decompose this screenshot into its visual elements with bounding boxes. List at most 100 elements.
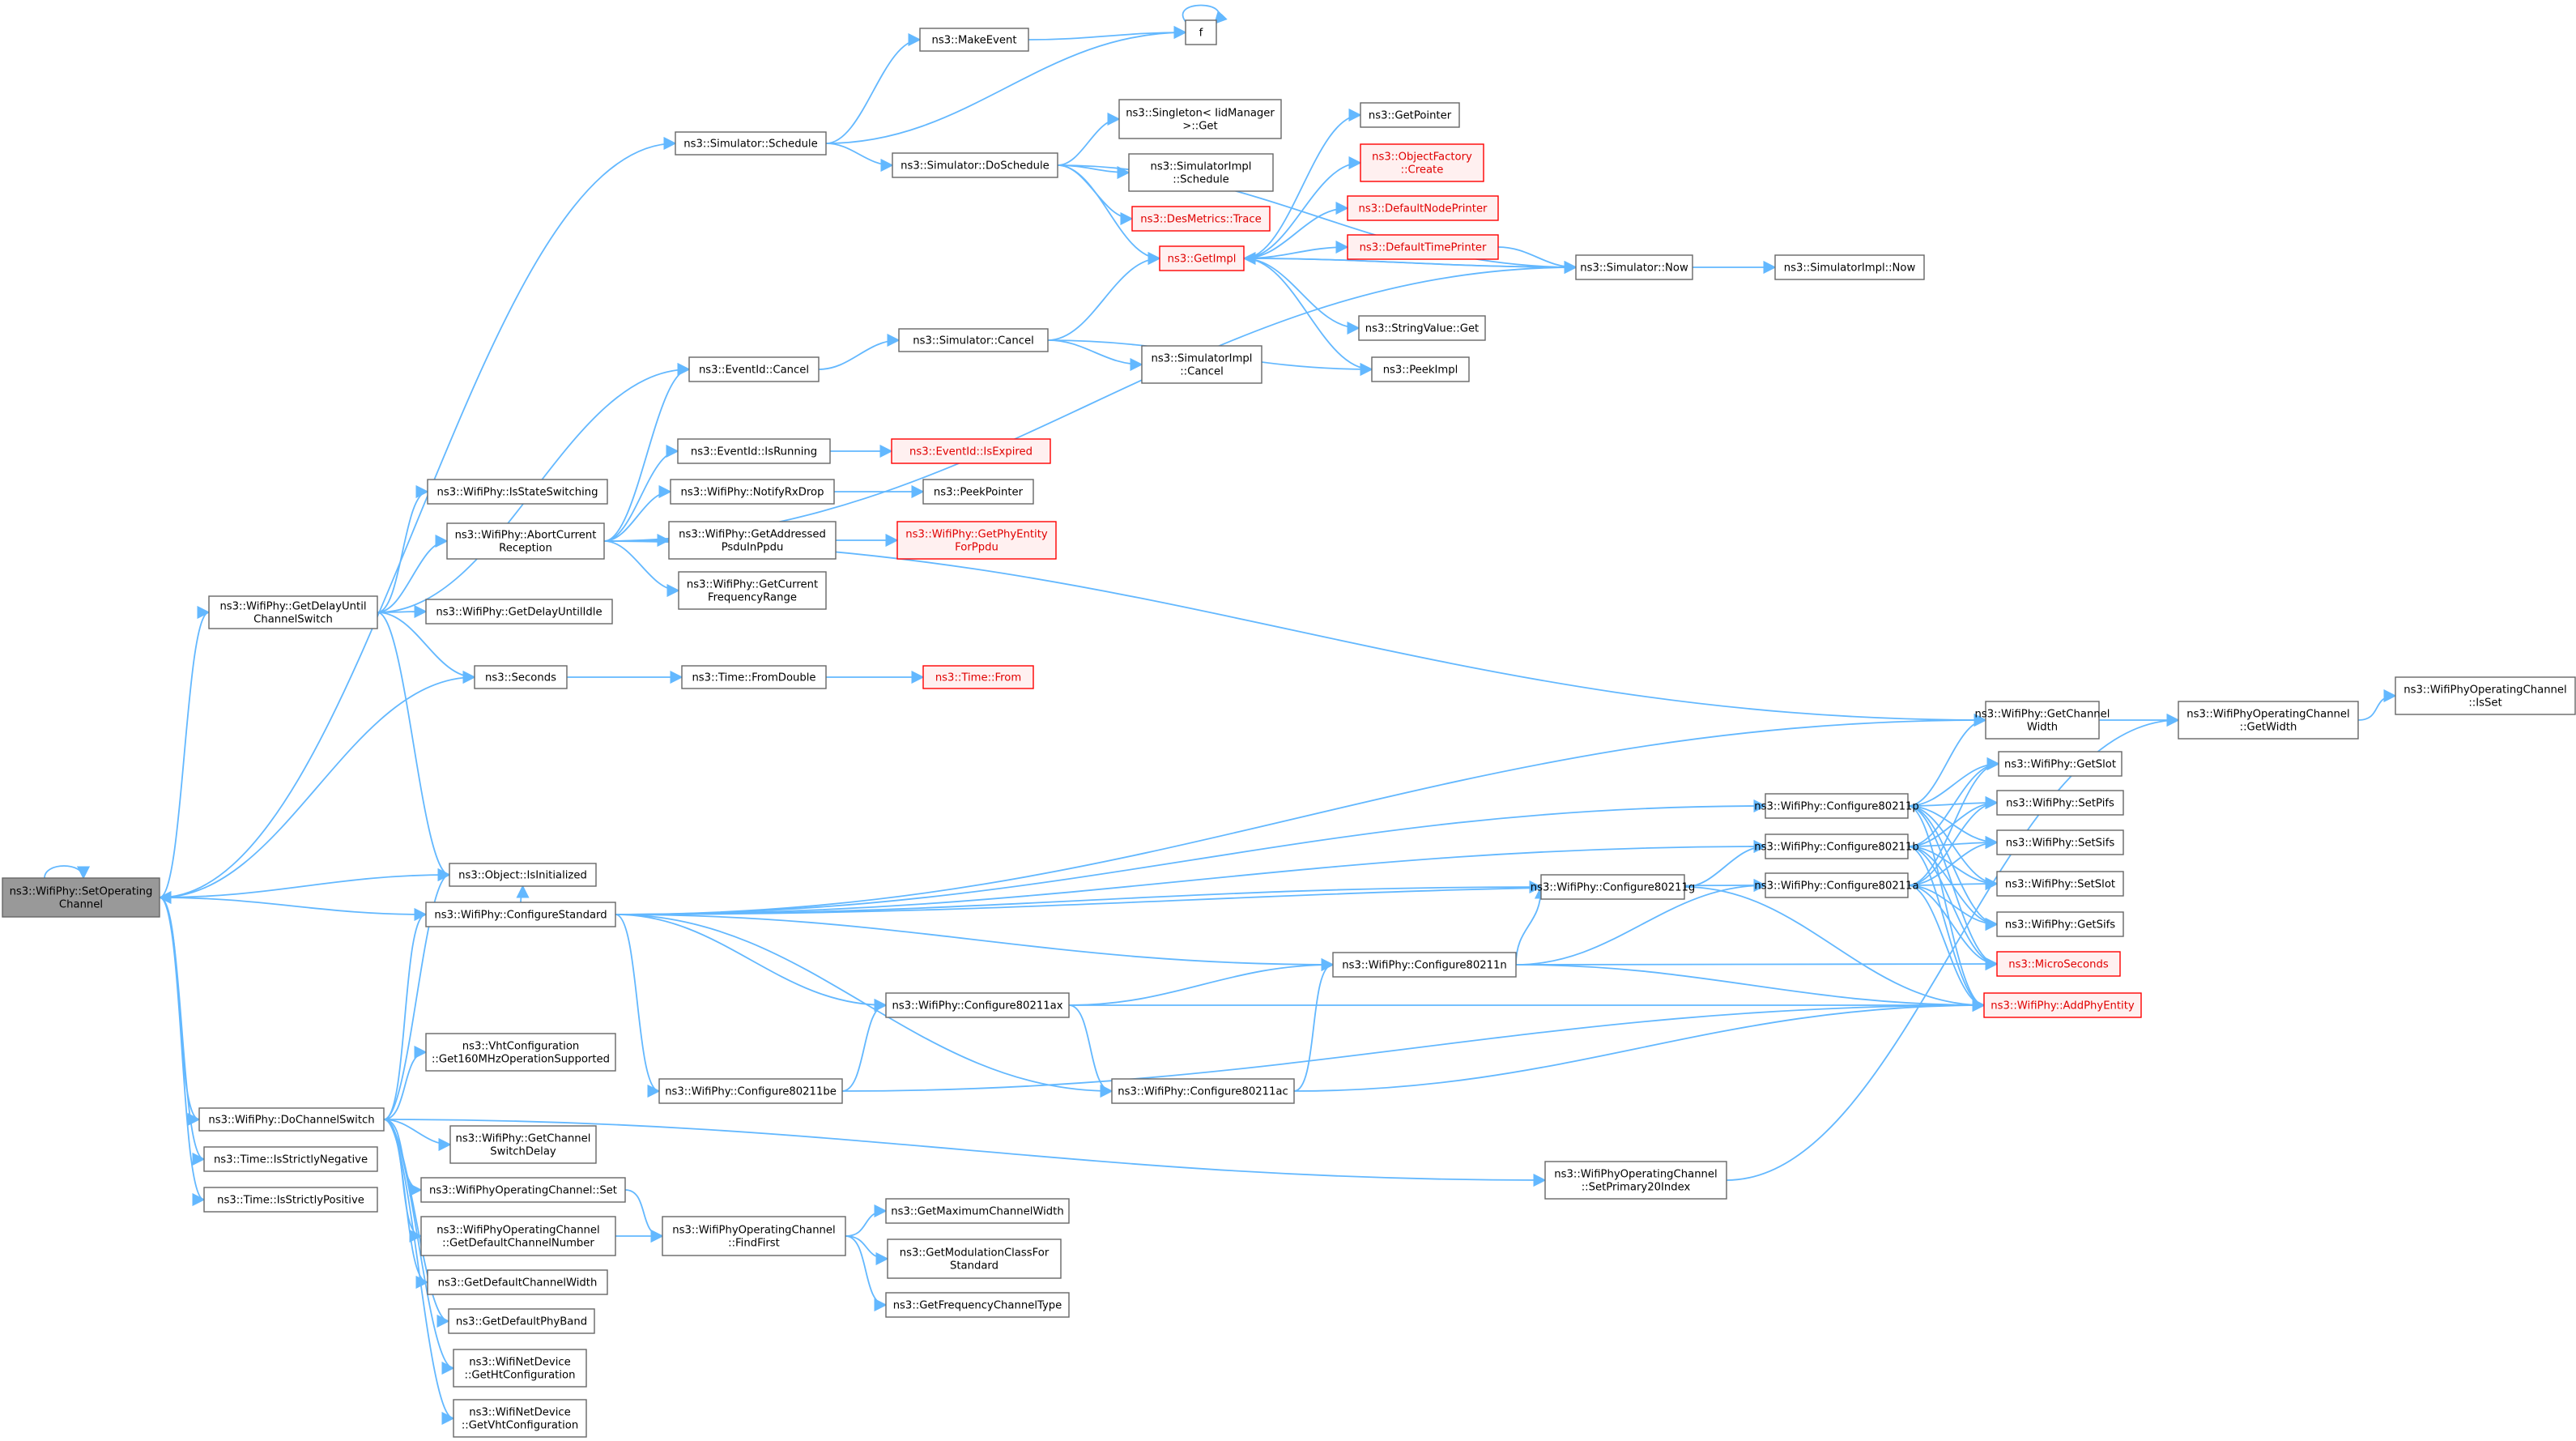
- node-opchgetdefch[interactable]: ns3::WifiPhyOperatingChannel::GetDefault…: [420, 1216, 616, 1256]
- node-peekimpl[interactable]: ns3::PeekImpl: [1371, 356, 1470, 382]
- node-simimplsched[interactable]: ns3::SimulatorImpl::Schedule: [1128, 153, 1274, 192]
- node-box: [1765, 872, 1909, 898]
- node-simcancel[interactable]: ns3::Simulator::Cancel: [898, 328, 1049, 352]
- node-c11be[interactable]: ns3::WifiPhy::Configure80211be: [658, 1078, 843, 1104]
- node-cfgstd[interactable]: ns3::WifiPhy::ConfigureStandard: [425, 902, 616, 927]
- node-getpointer[interactable]: ns3::GetPointer: [1360, 102, 1460, 128]
- node-opchisset[interactable]: ns3::WifiPhyOperatingChannel::IsSet: [2395, 676, 2576, 715]
- node-makeevent[interactable]: ns3::MakeEvent: [919, 28, 1029, 52]
- node-box: [1347, 234, 1499, 260]
- node-f[interactable]: f: [1185, 19, 1217, 45]
- node-opchset[interactable]: ns3::WifiPhyOperatingChannel::Set: [420, 1177, 626, 1203]
- node-strvalget[interactable]: ns3::StringValue::Get: [1358, 315, 1486, 341]
- node-schedule[interactable]: ns3::Simulator::Schedule: [675, 131, 827, 156]
- node-getdefphyband[interactable]: ns3::GetDefaultPhyBand: [448, 1308, 595, 1334]
- node-fromdouble[interactable]: ns3::Time::FromDouble: [681, 665, 827, 689]
- node-box: [2395, 676, 2576, 715]
- node-objfactory[interactable]: ns3::ObjectFactory::Create: [1360, 143, 1484, 182]
- node-eventcancel[interactable]: ns3::EventId::Cancel: [688, 356, 820, 382]
- node-getdefchw[interactable]: ns3::GetDefaultChannelWidth: [427, 1269, 608, 1295]
- node-c11p[interactable]: ns3::WifiPhy::Configure80211p: [1754, 793, 1919, 819]
- node-doschedule[interactable]: ns3::Simulator::DoSchedule: [892, 152, 1058, 178]
- node-setprimary20[interactable]: ns3::WifiPhyOperatingChannel::SetPrimary…: [1544, 1161, 1727, 1200]
- edge-getdelayuntilcs-to-abortcurrent: [377, 534, 449, 613]
- node-isstrictneg[interactable]: ns3::Time::IsStrictlyNegative: [203, 1146, 378, 1172]
- node-label: ns3::GetDefaultChannelWidth: [438, 1277, 598, 1290]
- node-defnodeprinter[interactable]: ns3::DefaultNodePrinter: [1347, 195, 1499, 221]
- node-box: [919, 28, 1029, 52]
- node-isinit[interactable]: ns3::Object::IsInitialized: [449, 863, 597, 887]
- node-singleton[interactable]: ns3::Singleton< IidManager>::Get: [1118, 99, 1282, 139]
- node-desmetrics[interactable]: ns3::DesMetrics::Trace: [1131, 206, 1271, 232]
- node-dochsw[interactable]: ns3::WifiPhy::DoChannelSwitch: [198, 1107, 385, 1132]
- edge-dochsw-to-isinit: [383, 868, 451, 1120]
- node-box: [2178, 701, 2359, 740]
- node-box: [1111, 1078, 1295, 1104]
- node-setsifs[interactable]: ns3::WifiPhy::SetSifs: [1996, 829, 2124, 855]
- node-box: [1118, 99, 1282, 139]
- node-opchfindfirst[interactable]: ns3::WifiPhyOperatingChannel::FindFirst: [662, 1216, 846, 1256]
- node-deftimeprinter[interactable]: ns3::DefaultTimePrinter: [1347, 234, 1499, 260]
- node-vht160[interactable]: ns3::VhtConfiguration::Get160MHzOperatio…: [425, 1033, 616, 1072]
- node-label: ns3::DefaultNodePrinter: [1359, 203, 1488, 215]
- node-addphy[interactable]: ns3::WifiPhy::AddPhyEntity: [1983, 992, 2142, 1018]
- node-eventisrunning[interactable]: ns3::EventId::IsRunning: [677, 438, 831, 464]
- node-setpifs[interactable]: ns3::WifiPhy::SetPifs: [1996, 790, 2124, 816]
- node-getslot[interactable]: ns3::WifiPhy::GetSlot: [1998, 751, 2123, 777]
- node-label: ns3::GetMaximumChannelWidth: [891, 1206, 1063, 1218]
- node-c11ac[interactable]: ns3::WifiPhy::Configure80211ac: [1111, 1078, 1295, 1104]
- node-box: [425, 902, 616, 927]
- node-getsifs[interactable]: ns3::WifiPhy::GetSifs: [1996, 911, 2124, 937]
- node-label: ForPpdu: [955, 542, 998, 554]
- edge-eventcancel-to-simcancel: [818, 333, 901, 370]
- node-label: ns3::DesMetrics::Trace: [1140, 214, 1261, 226]
- node-micro[interactable]: ns3::MicroSeconds: [1996, 951, 2121, 977]
- node-isstateswitching[interactable]: ns3::WifiPhy::IsStateSwitching: [427, 479, 608, 505]
- node-isstrictpos[interactable]: ns3::Time::IsStrictlyPositive: [203, 1187, 378, 1213]
- node-simimplnow[interactable]: ns3::SimulatorImpl::Now: [1774, 254, 1925, 280]
- node-eventisexpired[interactable]: ns3::EventId::IsExpired: [891, 438, 1051, 464]
- node-box: [1131, 206, 1271, 232]
- node-getvhtconf[interactable]: ns3::WifiNetDevice::GetVhtConfiguration: [453, 1399, 587, 1438]
- node-notifyrxdrop[interactable]: ns3::WifiPhy::NotifyRxDrop: [670, 479, 835, 505]
- node-label: ns3::GetImpl: [1168, 254, 1237, 266]
- node-box: [1996, 790, 2124, 816]
- node-c11ax[interactable]: ns3::WifiPhy::Configure80211ax: [885, 992, 1070, 1018]
- node-c11a[interactable]: ns3::WifiPhy::Configure80211a: [1754, 872, 1919, 898]
- node-label: ns3::WifiPhy::Configure80211be: [665, 1086, 837, 1098]
- node-simimplcancel[interactable]: ns3::SimulatorImpl::Cancel: [1141, 345, 1262, 384]
- node-timefrom[interactable]: ns3::Time::From: [922, 665, 1034, 689]
- node-box: [670, 479, 835, 505]
- node-box: [2, 877, 160, 918]
- node-opchgetwidth[interactable]: ns3::WifiPhyOperatingChannel::GetWidth: [2178, 701, 2359, 740]
- node-box: [425, 1033, 616, 1072]
- node-label: ns3::WifiPhy::AbortCurrent: [455, 530, 597, 542]
- node-c11g[interactable]: ns3::WifiPhy::Configure80211g: [1531, 874, 1696, 900]
- node-getimpl[interactable]: ns3::GetImpl: [1159, 245, 1245, 271]
- node-label: ns3::WifiPhy::Configure80211p: [1754, 801, 1919, 813]
- node-box: [675, 131, 827, 156]
- node-box: [425, 599, 613, 625]
- node-c11n[interactable]: ns3::WifiPhy::Configure80211n: [1332, 952, 1517, 978]
- node-label: ns3::ObjectFactory: [1372, 151, 1472, 164]
- node-simnow[interactable]: ns3::Simulator::Now: [1575, 254, 1693, 280]
- node-getmaxchw[interactable]: ns3::GetMaximumChannelWidth: [885, 1198, 1070, 1224]
- edge-makeevent-to-f: [1028, 25, 1187, 41]
- node-getdelayidle[interactable]: ns3::WifiPhy::GetDelayUntilIdle: [425, 599, 613, 625]
- node-box: [203, 1146, 378, 1172]
- node-getfreqchtype[interactable]: ns3::GetFrequencyChannelType: [885, 1292, 1070, 1318]
- node-seconds[interactable]: ns3::Seconds: [474, 665, 568, 689]
- node-setslot[interactable]: ns3::WifiPhy::SetSlot: [1996, 871, 2124, 897]
- node-gethtconf[interactable]: ns3::WifiNetDevice::GetHtConfiguration: [453, 1349, 587, 1388]
- node-c11b[interactable]: ns3::WifiPhy::Configure80211b: [1754, 833, 1919, 859]
- node-peekpointer[interactable]: ns3::PeekPointer: [922, 479, 1034, 505]
